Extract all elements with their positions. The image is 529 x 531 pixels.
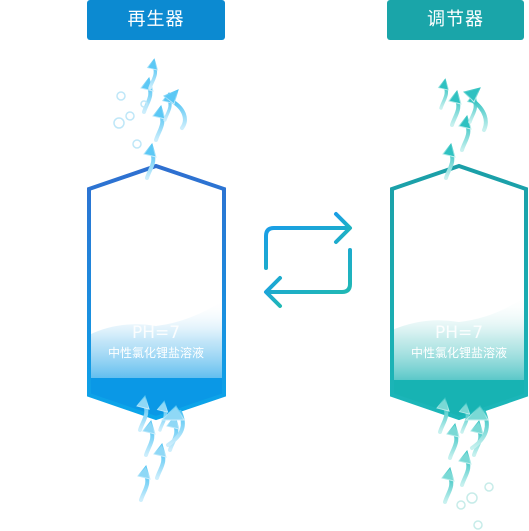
regenerator-vessel [87,163,226,421]
solution-name: 中性氯化锂盐溶液 [410,346,507,360]
regulator-vessel [390,163,528,421]
regenerator-solution-label: PH=7 中性氯化锂盐溶液 [81,324,231,361]
rising-vapor-arrows-icon [135,394,185,502]
bubble-icon [456,482,494,530]
circular-swap-arrows-icon [264,212,352,308]
ph-value: PH=7 [131,323,181,343]
rising-vapor-arrows-icon [435,396,489,504]
regulator-solution-label: PH=7 中性氯化锂盐溶液 [384,324,529,361]
regenerator-title: 再生器 [87,0,225,40]
rising-vapor-arrows-icon [139,57,187,180]
rising-vapor-arrows-icon [436,77,488,180]
regulator-title: 调节器 [387,0,524,40]
bubble-icon [113,91,148,149]
solution-name: 中性氯化锂盐溶液 [107,346,204,360]
ph-value: PH=7 [434,323,484,343]
